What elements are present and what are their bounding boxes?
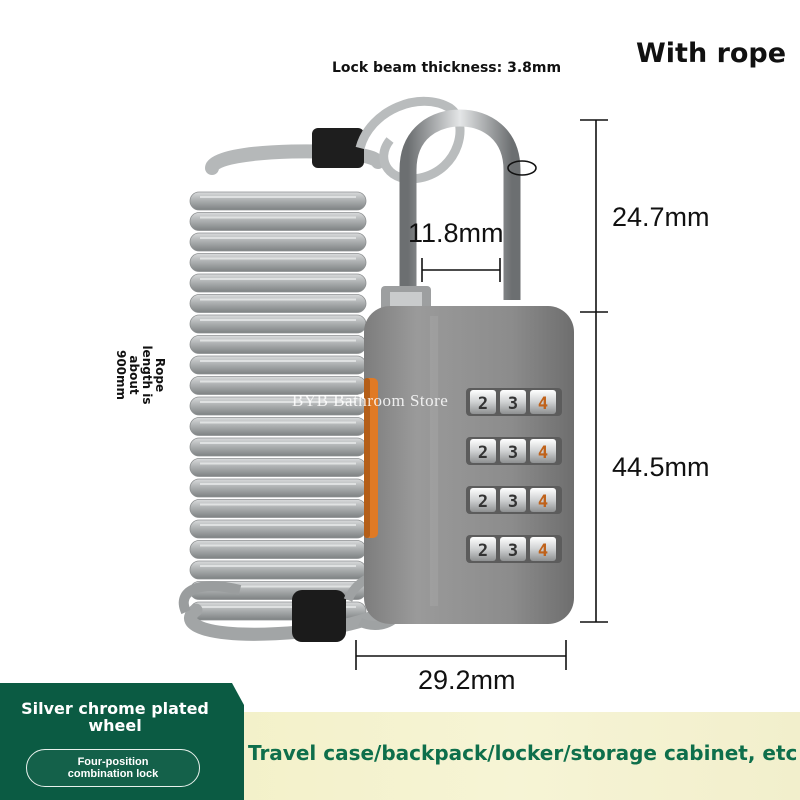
dial-digit: 3 [508, 443, 518, 463]
shackle-width-dimension: 11.8mm [408, 218, 504, 248]
lock-shackle [381, 109, 521, 312]
dial-digit: 4 [538, 492, 548, 512]
rope-end-cap-top [312, 128, 364, 168]
dial-digit: 3 [508, 492, 518, 512]
page-title: With rope [636, 38, 787, 69]
dial-digit: 2 [478, 492, 488, 512]
rope-coil-loop [189, 273, 367, 293]
rope-coil-loop [189, 478, 367, 498]
rope-coil-loop [189, 314, 367, 334]
dial-digit: 2 [478, 394, 488, 414]
dial-digit: 4 [538, 443, 548, 463]
rope-coil-loop [189, 212, 367, 231]
dial-digit: 2 [478, 443, 488, 463]
rope-coil-loop [189, 253, 367, 272]
rope-coil-loop [189, 417, 367, 436]
rope-coil-loop [189, 519, 367, 539]
dial-digit: 2 [478, 541, 488, 561]
usage-text: Travel case/backpack/locker/storage cabi… [248, 741, 798, 765]
rope-coil [178, 96, 465, 642]
dial-digit: 3 [508, 541, 518, 561]
rope-end-cap-bottom [292, 590, 346, 642]
dimension-lines [355, 119, 608, 670]
usage-banner [230, 712, 800, 800]
rope-coil-loop [189, 335, 367, 354]
feature-title: Silver chrome plated wheel [21, 699, 209, 735]
rope-coil-loop [189, 437, 367, 457]
dial-digit: 4 [538, 541, 548, 561]
rope-coil-loop [189, 191, 367, 211]
dial-digit: 3 [508, 394, 518, 414]
dial-digit: 4 [538, 394, 548, 414]
rope-coil-loop [189, 540, 367, 559]
beam-thickness-label: Lock beam thickness: 3.8mm [332, 60, 562, 76]
body-width-dimension: 29.2mm [418, 665, 516, 695]
feature-pill-text: Four-position combination lock [67, 756, 159, 780]
rope-length-text: Rope length is about 900mm [114, 345, 167, 405]
watermark-text: BYB Bathroom Store [292, 391, 449, 410]
rope-coil-loop [189, 458, 367, 477]
rope-coil-loop [189, 294, 367, 313]
rope-coil-loop [189, 232, 367, 252]
rope-coil-loop [189, 560, 367, 580]
rope-coil-loop [189, 499, 367, 518]
shackle-height-dimension: 24.7mm [612, 202, 710, 232]
rope-coil-loop [189, 355, 367, 375]
feature-pill: Four-position combination lock [26, 749, 200, 787]
rope-length-label: Rope length is about 900mm [110, 290, 170, 460]
body-height-dimension: 44.5mm [612, 452, 710, 482]
